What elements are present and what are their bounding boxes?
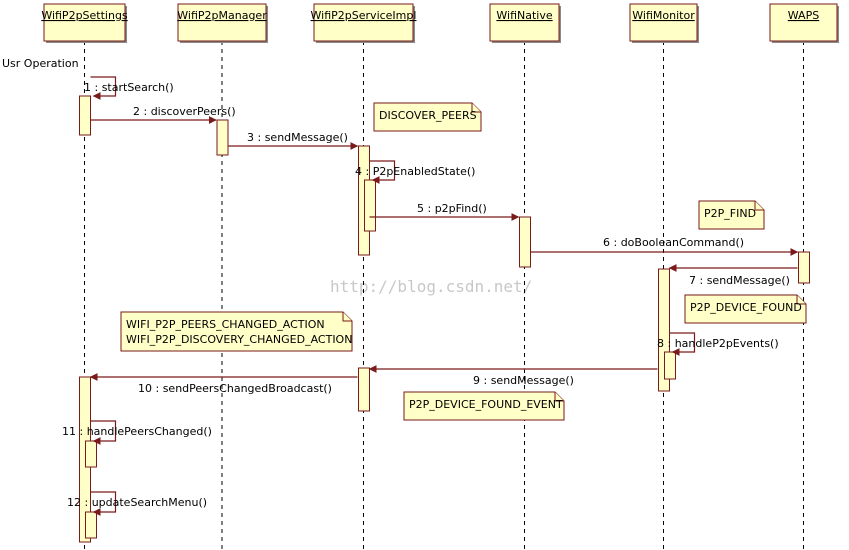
note-body [684, 294, 807, 324]
activations [79, 95, 810, 543]
messages: 1 : startSearch() 2 : discoverPeers() 3 : … [62, 76, 799, 516]
message-11: 11 : handlePeersChanged() [62, 420, 212, 445]
activation-bar [798, 251, 810, 284]
self-message-arrow [369, 160, 396, 184]
activation-bar [79, 95, 91, 136]
lifeline-monitor: WifiMonitor [629, 3, 699, 550]
self-message-arrow [90, 491, 117, 516]
message-7: 7 : sendMessage() [668, 264, 798, 287]
note-text: DISCOVER_PEERS [379, 109, 477, 122]
note-broadcast-actions: WIFI_P2P_PEERS_CHANGED_ACTION WIFI_P2P_DI… [120, 311, 353, 352]
message-label: 1 : startSearch() [84, 81, 174, 94]
message-label: 11 : handlePeersChanged() [62, 425, 212, 438]
note-corner-fold [554, 392, 564, 402]
message-10: 10 : sendPeersChangedBroadcast() [89, 373, 358, 395]
message-4: 4 : P2pEnabledState() [355, 160, 475, 184]
note-p2p-device-found-event: P2P_DEVICE_FOUND_EVENT [403, 391, 565, 421]
lifeline-manager: WifiP2pManager [177, 3, 268, 550]
lifeline-name: WAPS [788, 9, 819, 22]
activation-bar [216, 119, 229, 156]
activation-bar [664, 351, 676, 380]
lifeline-box [769, 3, 838, 42]
message-label: 6 : doBooleanCommand() [603, 236, 744, 249]
message-1: 1 : startSearch() [84, 76, 174, 100]
lifeline-box [177, 3, 267, 42]
message-label: 3 : sendMessage() [247, 131, 348, 144]
lifeline-box [489, 3, 560, 42]
lifeline-name: WifiP2pManager [177, 9, 267, 22]
message-label: 7 : sendMessage() [689, 274, 790, 287]
lifeline-name: WifiP2pSettings [41, 9, 128, 22]
lifelines: WifiP2pSettings WifiP2pManager WifiP2pServ… [41, 3, 839, 550]
note-p2p-device-found: P2P_DEVICE_FOUND [684, 294, 807, 324]
note-text: P2P_DEVICE_FOUND [690, 301, 802, 314]
message-2: 2 : discoverPeers() [90, 105, 236, 124]
activation-bar [358, 367, 370, 412]
note-body [403, 391, 565, 421]
watermark-text: http://blog.csdn.net/ [330, 277, 532, 296]
activation-bar [85, 511, 97, 539]
lifeline-box [43, 3, 126, 42]
lifeline-name: WifiNative [496, 9, 552, 22]
lifeline-name: WifiP2pServiceImpl [311, 9, 417, 22]
note-body [373, 102, 482, 132]
lifeline-box [629, 3, 698, 42]
message-12: 12 : updateSearchMenu() [67, 491, 207, 516]
self-message-arrow [90, 420, 117, 445]
lifeline-box [313, 3, 414, 42]
lifeline-native: WifiNative [489, 3, 561, 550]
self-message-arrow [669, 332, 696, 356]
notes: DISCOVER_PEERS P2P_FIND P2P_DEVICE_FOUND WI… [120, 102, 807, 421]
activation-bar [519, 216, 531, 268]
message-5: 5 : p2pFind() [369, 202, 520, 221]
note-corner-fold [796, 295, 806, 305]
note-corner-fold [342, 312, 352, 322]
note-body [120, 311, 353, 352]
note-text: P2P_FIND [704, 207, 756, 220]
message-label: 5 : p2pFind() [417, 202, 487, 215]
message-label: 2 : discoverPeers() [133, 105, 236, 118]
message-9: 9 : sendMessage() [368, 365, 658, 387]
lifeline-waps: WAPS [769, 3, 839, 550]
note-corner-fold [754, 201, 764, 211]
actor-label: Usr Operation [2, 57, 79, 70]
note-body [698, 200, 765, 230]
message-label: 12 : updateSearchMenu() [67, 496, 207, 509]
note-corner-fold [471, 103, 481, 113]
message-label: 9 : sendMessage() [473, 374, 574, 387]
message-label: 8 : handleP2pEvents() [657, 337, 779, 350]
activation-bar [364, 179, 376, 232]
lifeline-settings: WifiP2pSettings [41, 3, 128, 550]
lifeline-name: WifiMonitor [632, 9, 695, 22]
message-8: 8 : handleP2pEvents() [657, 332, 779, 356]
activation-bar [658, 268, 670, 392]
note-text: P2P_DEVICE_FOUND_EVENT [409, 398, 563, 411]
activation-bar [85, 440, 97, 468]
message-6: 6 : doBooleanCommand() [530, 236, 799, 256]
note-text: WIFI_P2P_PEERS_CHANGED_ACTION [126, 318, 325, 331]
message-label: 10 : sendPeersChangedBroadcast() [138, 382, 332, 395]
lifeline-service: WifiP2pServiceImpl [311, 3, 417, 550]
note-p2p-find: P2P_FIND [698, 200, 765, 230]
self-message-arrow [90, 76, 117, 100]
message-3: 3 : sendMessage() [228, 131, 359, 150]
note-text: WIFI_P2P_DISCOVERY_CHANGED_ACTION [126, 333, 352, 346]
note-discover-peers: DISCOVER_PEERS [373, 102, 482, 132]
message-label: 4 : P2pEnabledState() [355, 165, 475, 178]
